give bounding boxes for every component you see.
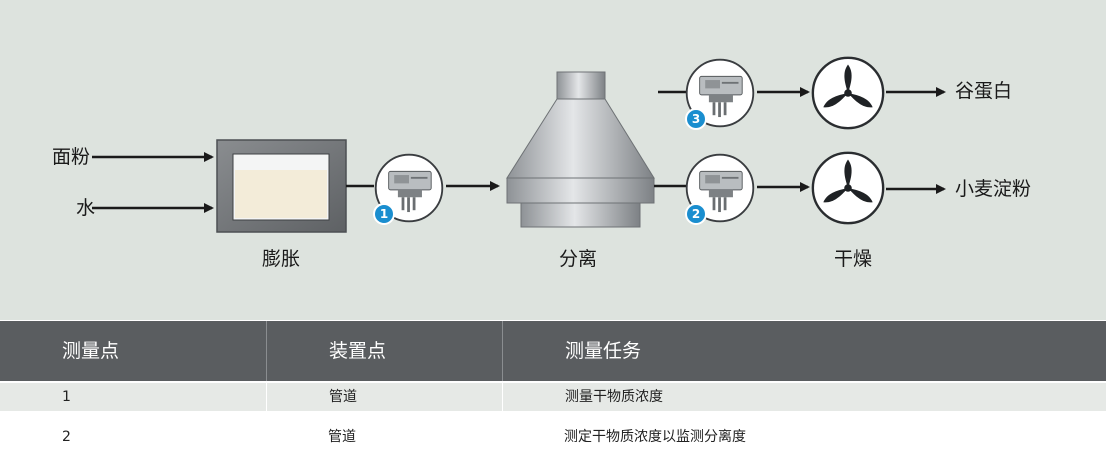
table-header: 测量点 装置点 测量任务 <box>0 321 1106 381</box>
badge-3 <box>685 108 707 130</box>
table-row: 1 管道 测量干物质浓度 <box>0 383 1106 411</box>
cell-task: 测定干物质浓度以监测分离度 <box>564 429 746 445</box>
badge-2-number: 2 <box>691 207 701 221</box>
stage-label-drying: 干燥 <box>834 248 873 270</box>
input-label-flour: 面粉 <box>52 146 91 168</box>
badge-2 <box>685 203 707 225</box>
badge-3-number: 3 <box>691 112 701 126</box>
header-measuring-task: 测量任务 <box>502 321 1106 381</box>
output-label-gluten: 谷蛋白 <box>955 80 1013 102</box>
header-installation-point: 装置点 <box>266 321 502 381</box>
process-diagram-graphic <box>92 56 946 233</box>
output-label-starch: 小麦淀粉 <box>955 178 1032 200</box>
fan-icon <box>811 56 885 130</box>
input-label-water: 水 <box>76 197 96 219</box>
measurement-table: 测量点 装置点 测量任务 1 管道 测量干物质浓度 2 管道 测定干物质浓度以监… <box>0 321 1106 462</box>
stage-label-swelling: 膨胀 <box>262 248 301 270</box>
cell-installation: 管道 <box>328 429 356 445</box>
separator-cyclone <box>506 71 655 228</box>
fan-icon <box>811 151 885 225</box>
swelling-tank <box>216 139 347 233</box>
header-measuring-point: 测量点 <box>62 340 120 362</box>
stage-label-separation: 分离 <box>559 248 598 270</box>
badge-1 <box>373 203 395 225</box>
table-row: 2 管道 测定干物质浓度以监测分离度 <box>0 423 1106 451</box>
cell-installation: 管道 <box>266 383 502 411</box>
cell-point: 2 <box>62 429 71 445</box>
cell-task: 测量干物质浓度 <box>502 383 1106 411</box>
cell-point: 1 <box>62 389 71 405</box>
badge-1-number: 1 <box>379 207 389 221</box>
process-diagram: 面粉 水 膨胀 分离 干燥 谷蛋白 小麦淀粉 1 2 3 <box>0 0 1106 320</box>
